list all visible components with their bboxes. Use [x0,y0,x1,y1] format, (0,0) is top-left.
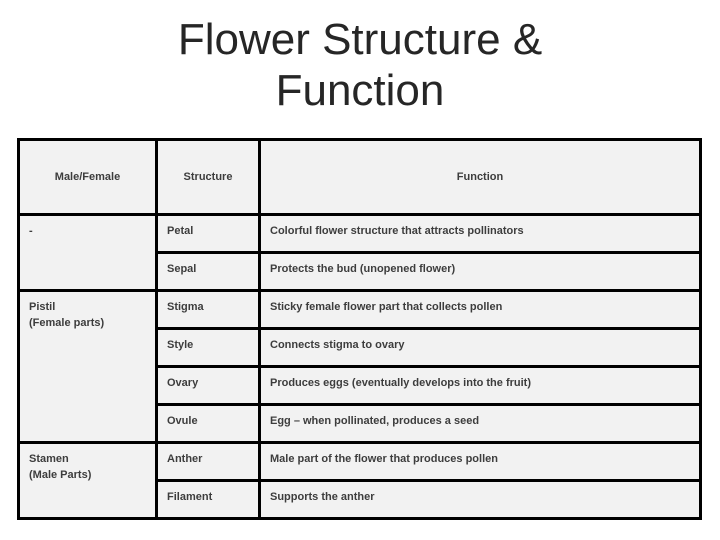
slide-title: Flower Structure & Function [177,15,543,116]
structure-cell-sepal: Sepal [155,251,261,292]
table-row-anther: Stamen (Male Parts) Anther Male part of … [17,441,702,520]
table-row-style: Style Connects stigma to ovary [19,327,702,368]
table-row-stigma: Pistil (Female parts) Stigma Sticky fema… [17,289,702,444]
function-cell-ovule: Egg – when pollinated, produces a seed [258,403,702,444]
function-cell-ovary: Produces eggs (eventually develops into … [258,365,702,406]
group-cell-pistil: Pistil (Female parts) [17,289,158,444]
function-cell-stigma: Sticky female flower part that collects … [258,289,702,330]
header-structure: Structure [155,138,261,216]
group-cell-unlabeled: - [17,213,158,292]
function-cell-petal: Colorful flower structure that attracts … [258,213,702,254]
function-cell-sepal: Protects the bud (unopened flower) [258,251,702,292]
function-cell-filament: Supports the anther [258,479,702,520]
table-row-ovary: Ovary Produces eggs (eventually develops… [19,365,702,406]
structure-cell-ovule: Ovule [155,403,261,444]
structure-cell-ovary: Ovary [155,365,261,406]
function-cell-style: Connects stigma to ovary [258,327,702,368]
table-row-petal: - Petal Colorful flower structure that a… [17,213,702,292]
table-row-filament: Filament Supports the anther [19,479,702,520]
structure-cell-style: Style [155,327,261,368]
structure-cell-stigma: Stigma [155,289,261,330]
header-male-female: Male/Female [17,138,158,216]
structure-cell-filament: Filament [155,479,261,520]
structure-cell-petal: Petal [155,213,261,254]
flower-structure-table: Male/Female Structure Function - Petal C… [17,138,702,520]
header-function: Function [258,138,702,216]
table-row-ovule: Ovule Egg – when pollinated, produces a … [19,403,702,444]
group-cell-stamen: Stamen (Male Parts) [17,441,158,520]
table-row-sepal: Sepal Protects the bud (unopened flower) [19,251,702,292]
table-header-row: Male/Female Structure Function [17,138,702,216]
function-cell-anther: Male part of the flower that produces po… [258,441,702,482]
structure-cell-anther: Anther [155,441,261,482]
